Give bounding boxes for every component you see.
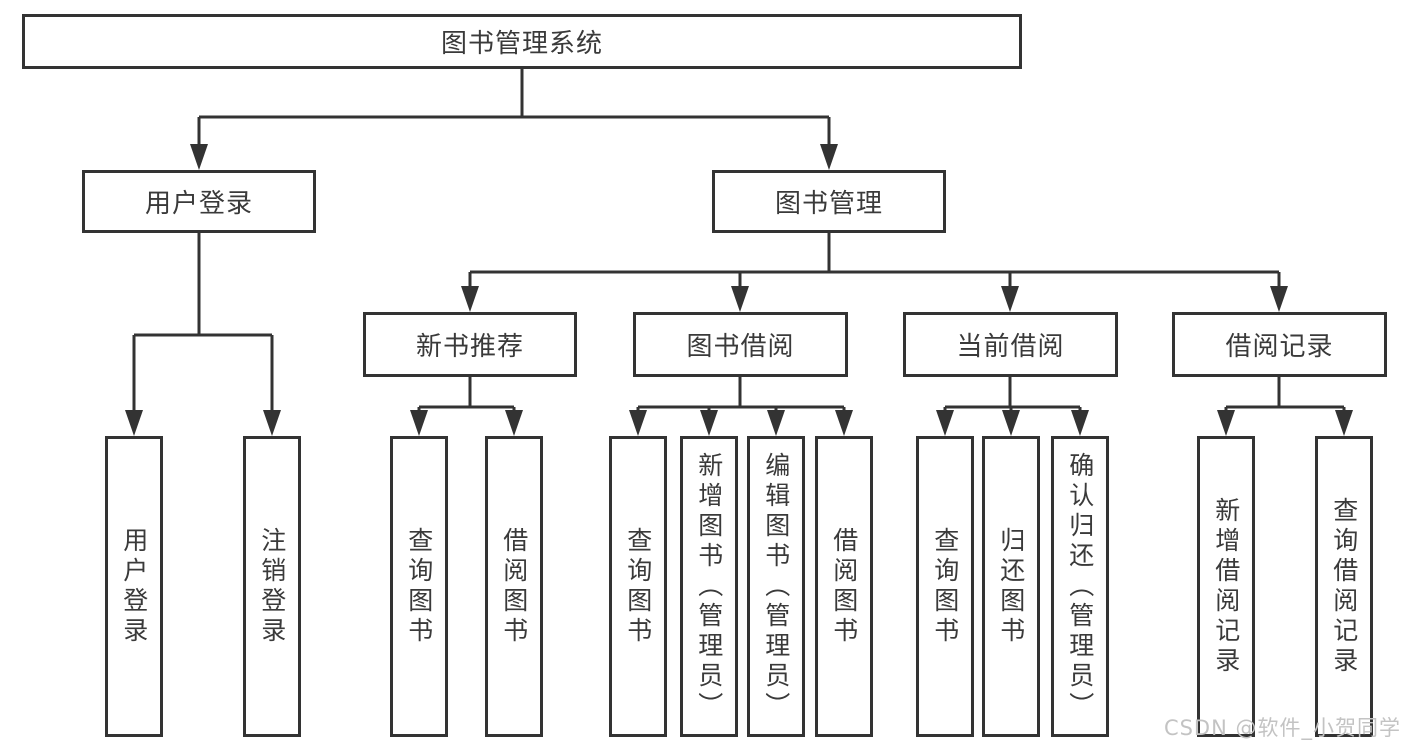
node-label: 当前借阅: [956, 332, 1065, 362]
arrowhead-icon: [700, 410, 718, 436]
arrowhead-icon: [1217, 410, 1235, 436]
node-label: 新增借阅记录: [1211, 496, 1241, 677]
node-label: 图书借阅: [686, 332, 795, 362]
diagram-node-root: 图书管理系统: [22, 14, 1022, 69]
diagram-node-v-query-books-3: 查询图书: [916, 436, 974, 737]
arrowhead-icon: [731, 286, 749, 312]
diagram-node-v-borrow-books-1: 借阅图书: [485, 436, 543, 737]
diagram-node-v-query-borrow-record: 查询借阅记录: [1315, 436, 1373, 737]
arrowhead-icon: [1270, 286, 1288, 312]
node-label: 新书推荐: [415, 332, 524, 362]
arrowhead-icon: [629, 410, 647, 436]
arrowhead-icon: [461, 286, 479, 312]
node-label: 注销登录: [257, 526, 287, 647]
arrowhead-icon: [767, 410, 785, 436]
diagram-node-borrowing-records: 借阅记录: [1172, 312, 1387, 377]
diagram-node-v-query-books-2: 查询图书: [609, 436, 667, 737]
arrowhead-icon: [505, 410, 523, 436]
node-label: 借阅图书: [499, 526, 529, 647]
diagram-node-v-borrow-books-2: 借阅图书: [815, 436, 873, 737]
node-label: 查询图书: [623, 526, 653, 647]
node-label: 借阅图书: [829, 526, 859, 647]
node-label: 查询图书: [404, 526, 434, 647]
arrowhead-icon: [410, 410, 428, 436]
arrowhead-icon: [820, 144, 838, 170]
arrowhead-icon: [835, 410, 853, 436]
watermark: CSDN @软件_小贺同学: [1163, 716, 1401, 740]
arrowhead-icon: [125, 410, 143, 436]
node-label: 用户登录: [144, 189, 253, 219]
diagram-node-new-book-recommend: 新书推荐: [363, 312, 577, 377]
arrowhead-icon: [263, 410, 281, 436]
node-label: 用户登录: [119, 526, 149, 647]
diagram-node-v-add-borrow-record: 新增借阅记录: [1197, 436, 1255, 737]
diagram-node-v-confirm-return: 确认归还（管理员）: [1051, 436, 1109, 737]
arrowhead-icon: [936, 410, 954, 436]
arrowhead-icon: [1071, 410, 1089, 436]
node-label: 查询图书: [930, 526, 960, 647]
diagram-node-user-login-group: 用户登录: [82, 170, 316, 233]
node-label: 图书管理: [774, 189, 883, 219]
arrowhead-icon: [190, 144, 208, 170]
node-label: 编辑图书（管理员）: [761, 451, 791, 722]
node-label: 查询借阅记录: [1329, 496, 1359, 677]
arrowhead-icon: [1002, 410, 1020, 436]
diagram-node-v-add-books: 新增图书（管理员）: [680, 436, 738, 737]
node-label: 新增图书（管理员）: [694, 451, 724, 722]
node-label: 确认归还（管理员）: [1065, 451, 1095, 722]
diagram-node-v-user-login: 用户登录: [105, 436, 163, 737]
node-label: 归还图书: [996, 526, 1026, 647]
diagram-node-current-borrowing: 当前借阅: [903, 312, 1118, 377]
diagram-node-v-query-books-1: 查询图书: [390, 436, 448, 737]
diagram-node-book-borrowing: 图书借阅: [633, 312, 848, 377]
diagram-node-v-logout: 注销登录: [243, 436, 301, 737]
arrowhead-icon: [1335, 410, 1353, 436]
diagram-node-v-edit-books: 编辑图书（管理员）: [747, 436, 805, 737]
node-label: 图书管理系统: [440, 29, 603, 59]
arrowhead-icon: [1001, 286, 1019, 312]
diagram-node-book-management: 图书管理: [712, 170, 946, 233]
diagram-node-v-return-books: 归还图书: [982, 436, 1040, 737]
node-label: 借阅记录: [1225, 332, 1334, 362]
